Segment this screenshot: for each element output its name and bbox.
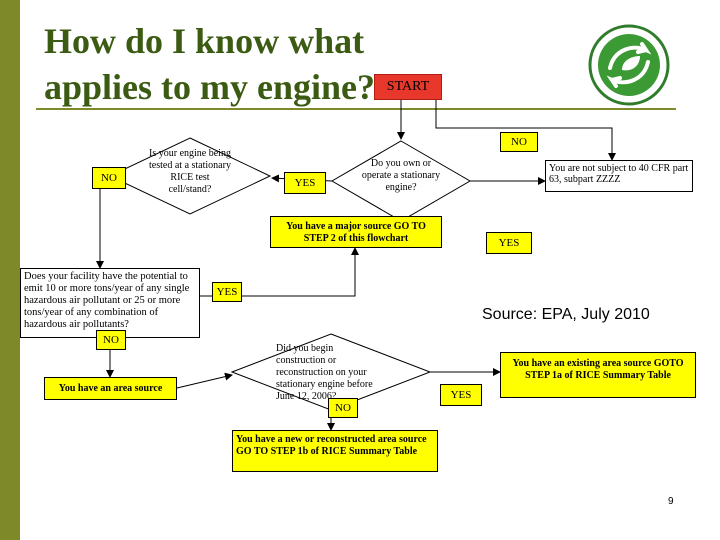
label-yes-major: YES xyxy=(486,232,532,254)
outcome-new-area: You have a new or reconstructed area sou… xyxy=(232,430,438,472)
outcome-not-subject: You are not subject to 40 CFR part 63, s… xyxy=(545,160,693,192)
decision-test-cell-shape xyxy=(108,137,272,215)
source-note: Source: EPA, July 2010 xyxy=(482,306,650,323)
label-no-construct: NO xyxy=(328,398,358,418)
label-no-start: NO xyxy=(500,132,538,152)
start-node: START xyxy=(374,74,442,100)
label-no-major-question: NO xyxy=(96,330,126,350)
label-yes-own: YES xyxy=(284,172,326,194)
decision-test-cell-text: Is your engine being tested at a station… xyxy=(149,148,231,195)
title-divider xyxy=(36,108,676,110)
page-number: 9 xyxy=(668,496,674,507)
label-no-test-cell: NO xyxy=(92,167,126,189)
outcome-existing-area: You have an existing area source GOTO ST… xyxy=(500,352,696,398)
label-yes-major-question: YES xyxy=(212,282,242,302)
outcome-area-source: You have an area source xyxy=(44,377,177,400)
recycle-leaf-logo-icon xyxy=(588,24,670,106)
decision-construct-text: Did you begin construction or reconstruc… xyxy=(276,343,373,402)
decision-own-text: Do you own or operate a stationary engin… xyxy=(361,158,441,193)
decision-major-source-text: Does your facility have the potential to… xyxy=(20,268,200,338)
outcome-major-source: You have a major source GO TO STEP 2 of … xyxy=(270,216,442,248)
left-accent-stripe xyxy=(0,0,20,540)
label-yes-construct: YES xyxy=(440,384,482,406)
page-title: How do I know what applies to my engine? xyxy=(44,21,376,107)
